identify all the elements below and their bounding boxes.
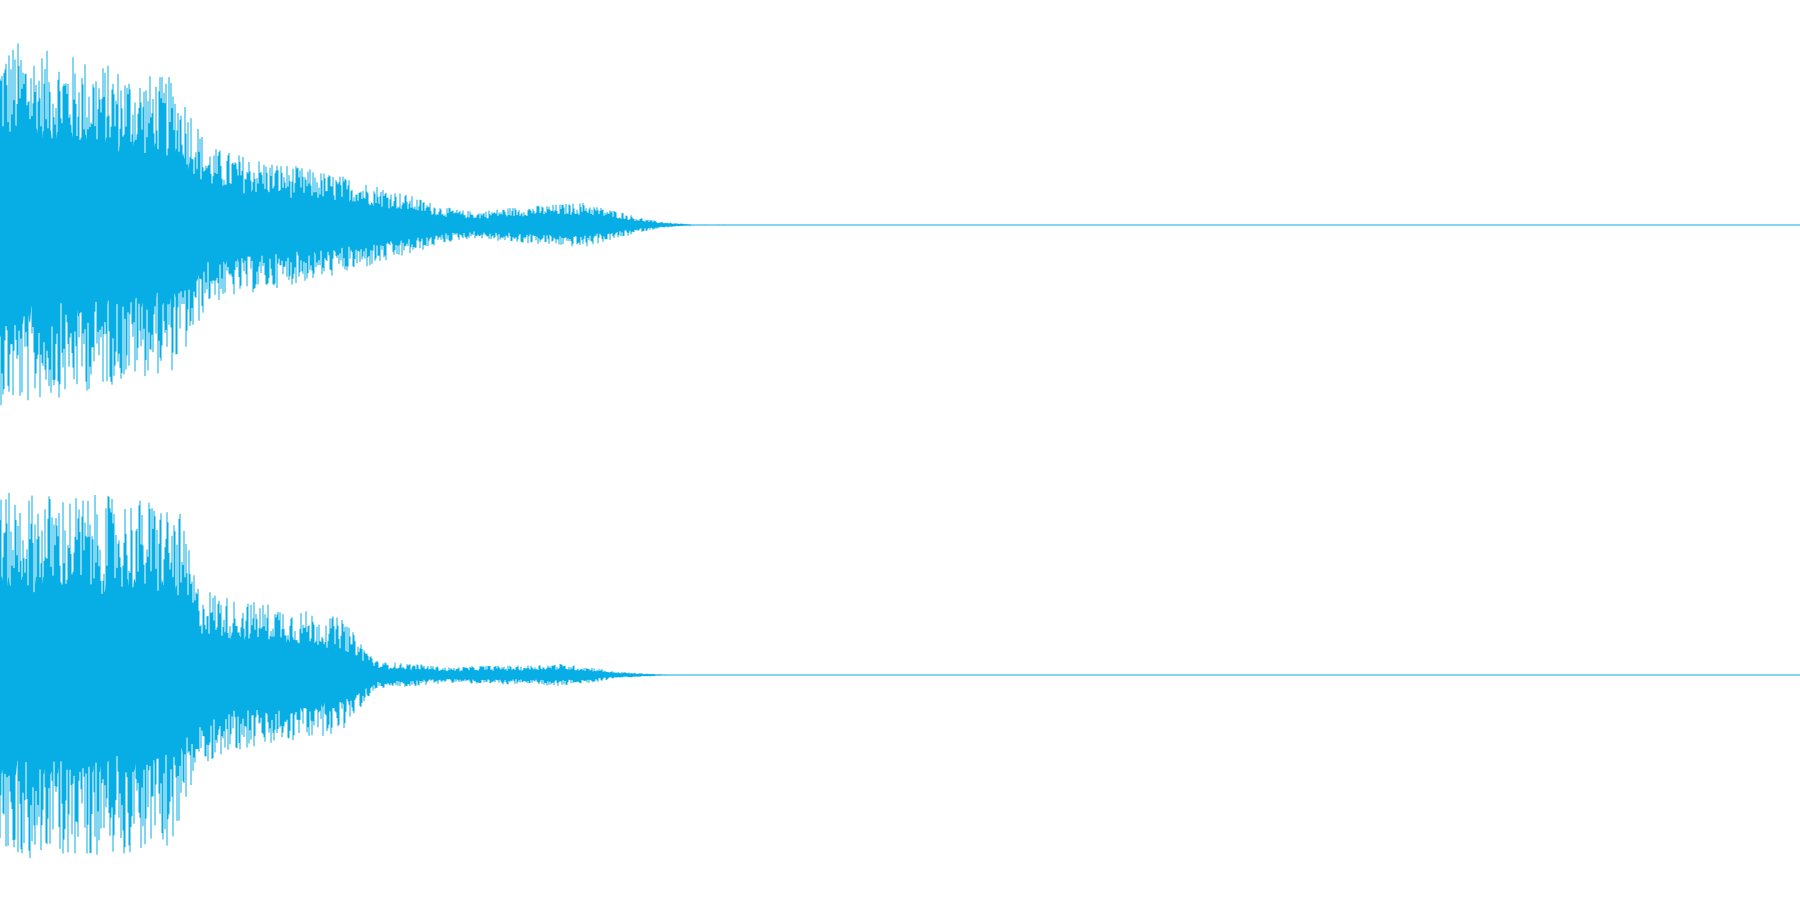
channel-2-waveform [0, 492, 1800, 858]
channel-1-samples [0, 43, 1616, 406]
channel-2-samples [0, 492, 1611, 858]
channel-1-waveform [0, 43, 1800, 406]
